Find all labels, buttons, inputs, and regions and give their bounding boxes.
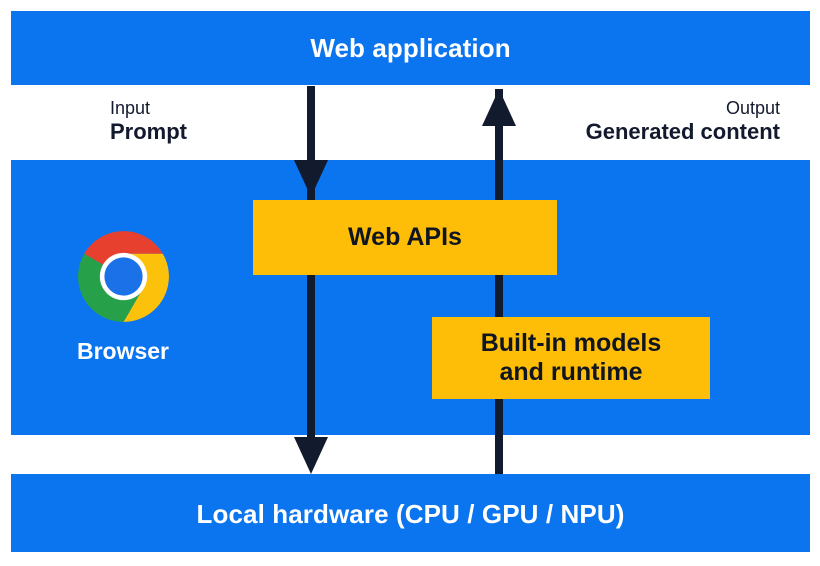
arrow-up-icon bbox=[482, 89, 516, 474]
box-builtin-models-line1: Built-in models bbox=[480, 328, 662, 357]
browser-label: Browser bbox=[76, 338, 170, 364]
flow-label-output: Output Generated content bbox=[586, 98, 780, 145]
box-web-apis-label: Web APIs bbox=[348, 222, 462, 251]
flow-output-kicker: Output bbox=[725, 98, 780, 118]
chrome-logo-icon bbox=[78, 231, 169, 322]
band-web-application: Web application bbox=[11, 11, 810, 85]
band-web-application-title: Web application bbox=[310, 33, 511, 63]
flow-label-input: Input Prompt bbox=[110, 98, 187, 145]
flow-input-kicker: Input bbox=[110, 98, 151, 118]
flow-output-value: Generated content bbox=[585, 119, 780, 145]
box-builtin-models: Built-in models and runtime bbox=[432, 317, 710, 399]
band-local-hardware-title: Local hardware (CPU / GPU / NPU) bbox=[196, 499, 625, 529]
band-local-hardware: Local hardware (CPU / GPU / NPU) bbox=[11, 474, 810, 552]
flow-input-value: Prompt bbox=[110, 119, 187, 145]
box-builtin-models-line2: and runtime bbox=[499, 358, 643, 386]
box-builtin-models-label: Built-in models and runtime bbox=[481, 329, 662, 388]
box-web-apis: Web APIs bbox=[253, 200, 557, 275]
arrow-down-icon bbox=[294, 86, 328, 474]
